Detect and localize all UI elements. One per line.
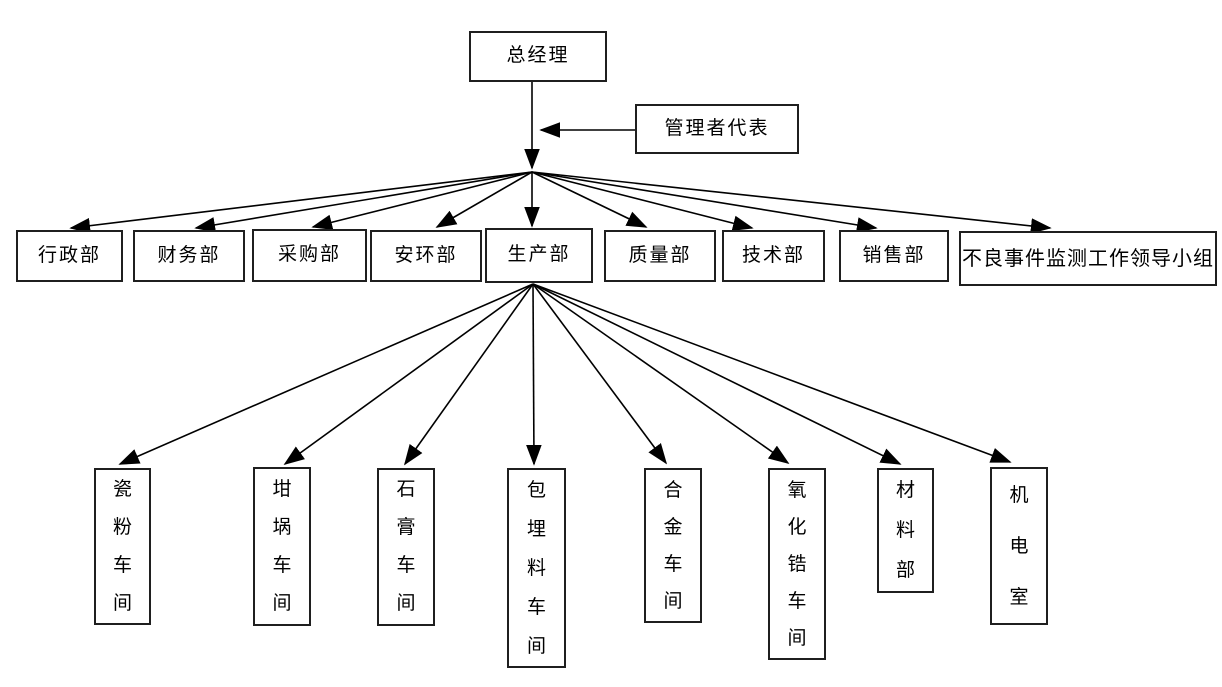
finance-dept-label: 财务部	[157, 244, 221, 266]
production-dept-label: 生产部	[507, 244, 571, 266]
management-representative-label: 管理者代表	[664, 117, 770, 139]
edge-prod-to-mech-electrical	[532, 283, 1012, 463]
general-manager-label: 总经理	[506, 45, 570, 67]
quality-dept-label: 质量部	[628, 244, 692, 266]
box-technology-dept: 技术部	[722, 230, 825, 282]
edge-hub-to-finance	[194, 171, 533, 233]
box-alloy-workshop: 合金车间	[644, 468, 702, 623]
box-sales-dept: 销售部	[839, 230, 949, 282]
edge-hub-to-quality	[531, 171, 648, 228]
box-mechanical-electrical-room: 机电室	[990, 467, 1048, 625]
edge-hub-to-safety	[435, 171, 533, 228]
alloy-workshop-label: 合金车间	[663, 479, 683, 612]
gypsum-workshop-label: 石膏车间	[396, 479, 416, 614]
box-gypsum-workshop: 石膏车间	[377, 468, 435, 626]
edge-hub-to-admin	[69, 171, 533, 234]
box-safety-environment-dept: 安环部	[370, 230, 482, 282]
box-finance-dept: 财务部	[133, 230, 245, 282]
box-investment-material-workshop: 包埋料车间	[507, 468, 566, 668]
admin-dept-label: 行政部	[37, 244, 101, 266]
sales-dept-label: 销售部	[862, 244, 926, 266]
purchasing-dept-label: 采购部	[277, 244, 341, 266]
edge-prod-to-porcelain-powder	[118, 283, 534, 465]
edge-hub-to-purchasing	[311, 171, 533, 230]
safety-environment-dept-label: 安环部	[394, 244, 458, 266]
box-quality-dept: 质量部	[604, 230, 716, 282]
edge-hub-to-technology	[531, 171, 754, 231]
edge-hub-to-adverse-event-group	[531, 171, 1052, 234]
box-production-dept: 生产部	[485, 228, 593, 283]
box-adverse-event-monitoring-group: 不良事件监测工作领导小组	[959, 231, 1217, 286]
adverse-event-monitoring-group-label: 不良事件监测工作领导小组	[962, 247, 1214, 270]
box-materials-dept: 材料部	[877, 468, 934, 593]
materials-dept-label: 材料部	[895, 479, 915, 581]
box-zirconia-workshop: 氧化锆车间	[768, 468, 826, 660]
box-crucible-workshop: 坩埚车间	[253, 467, 311, 626]
box-porcelain-powder-workshop: 瓷粉车间	[94, 468, 151, 625]
edge-hub-to-sales	[531, 171, 878, 233]
edge-prod-to-zirconia	[532, 283, 790, 464]
box-management-representative: 管理者代表	[635, 104, 799, 154]
box-admin-dept: 行政部	[16, 230, 123, 282]
zirconia-workshop-label: 氧化锆车间	[787, 479, 807, 649]
edge-prod-to-crucible	[283, 283, 534, 466]
edge-prod-to-investment-material	[526, 283, 542, 466]
edge-prod-to-gypsum	[403, 283, 534, 466]
box-general-manager: 总经理	[469, 31, 607, 82]
crucible-workshop-label: 坩埚车间	[272, 478, 292, 614]
box-purchasing-dept: 采购部	[252, 229, 367, 282]
edge-prod-to-alloy	[532, 283, 668, 465]
edge-prod-to-materials	[532, 283, 902, 465]
mechanical-electrical-room-label: 机电室	[1009, 484, 1029, 608]
technology-dept-label: 技术部	[741, 244, 805, 266]
porcelain-powder-workshop-label: 瓷粉车间	[112, 478, 132, 614]
investment-material-workshop-label: 包埋料车间	[526, 479, 546, 657]
